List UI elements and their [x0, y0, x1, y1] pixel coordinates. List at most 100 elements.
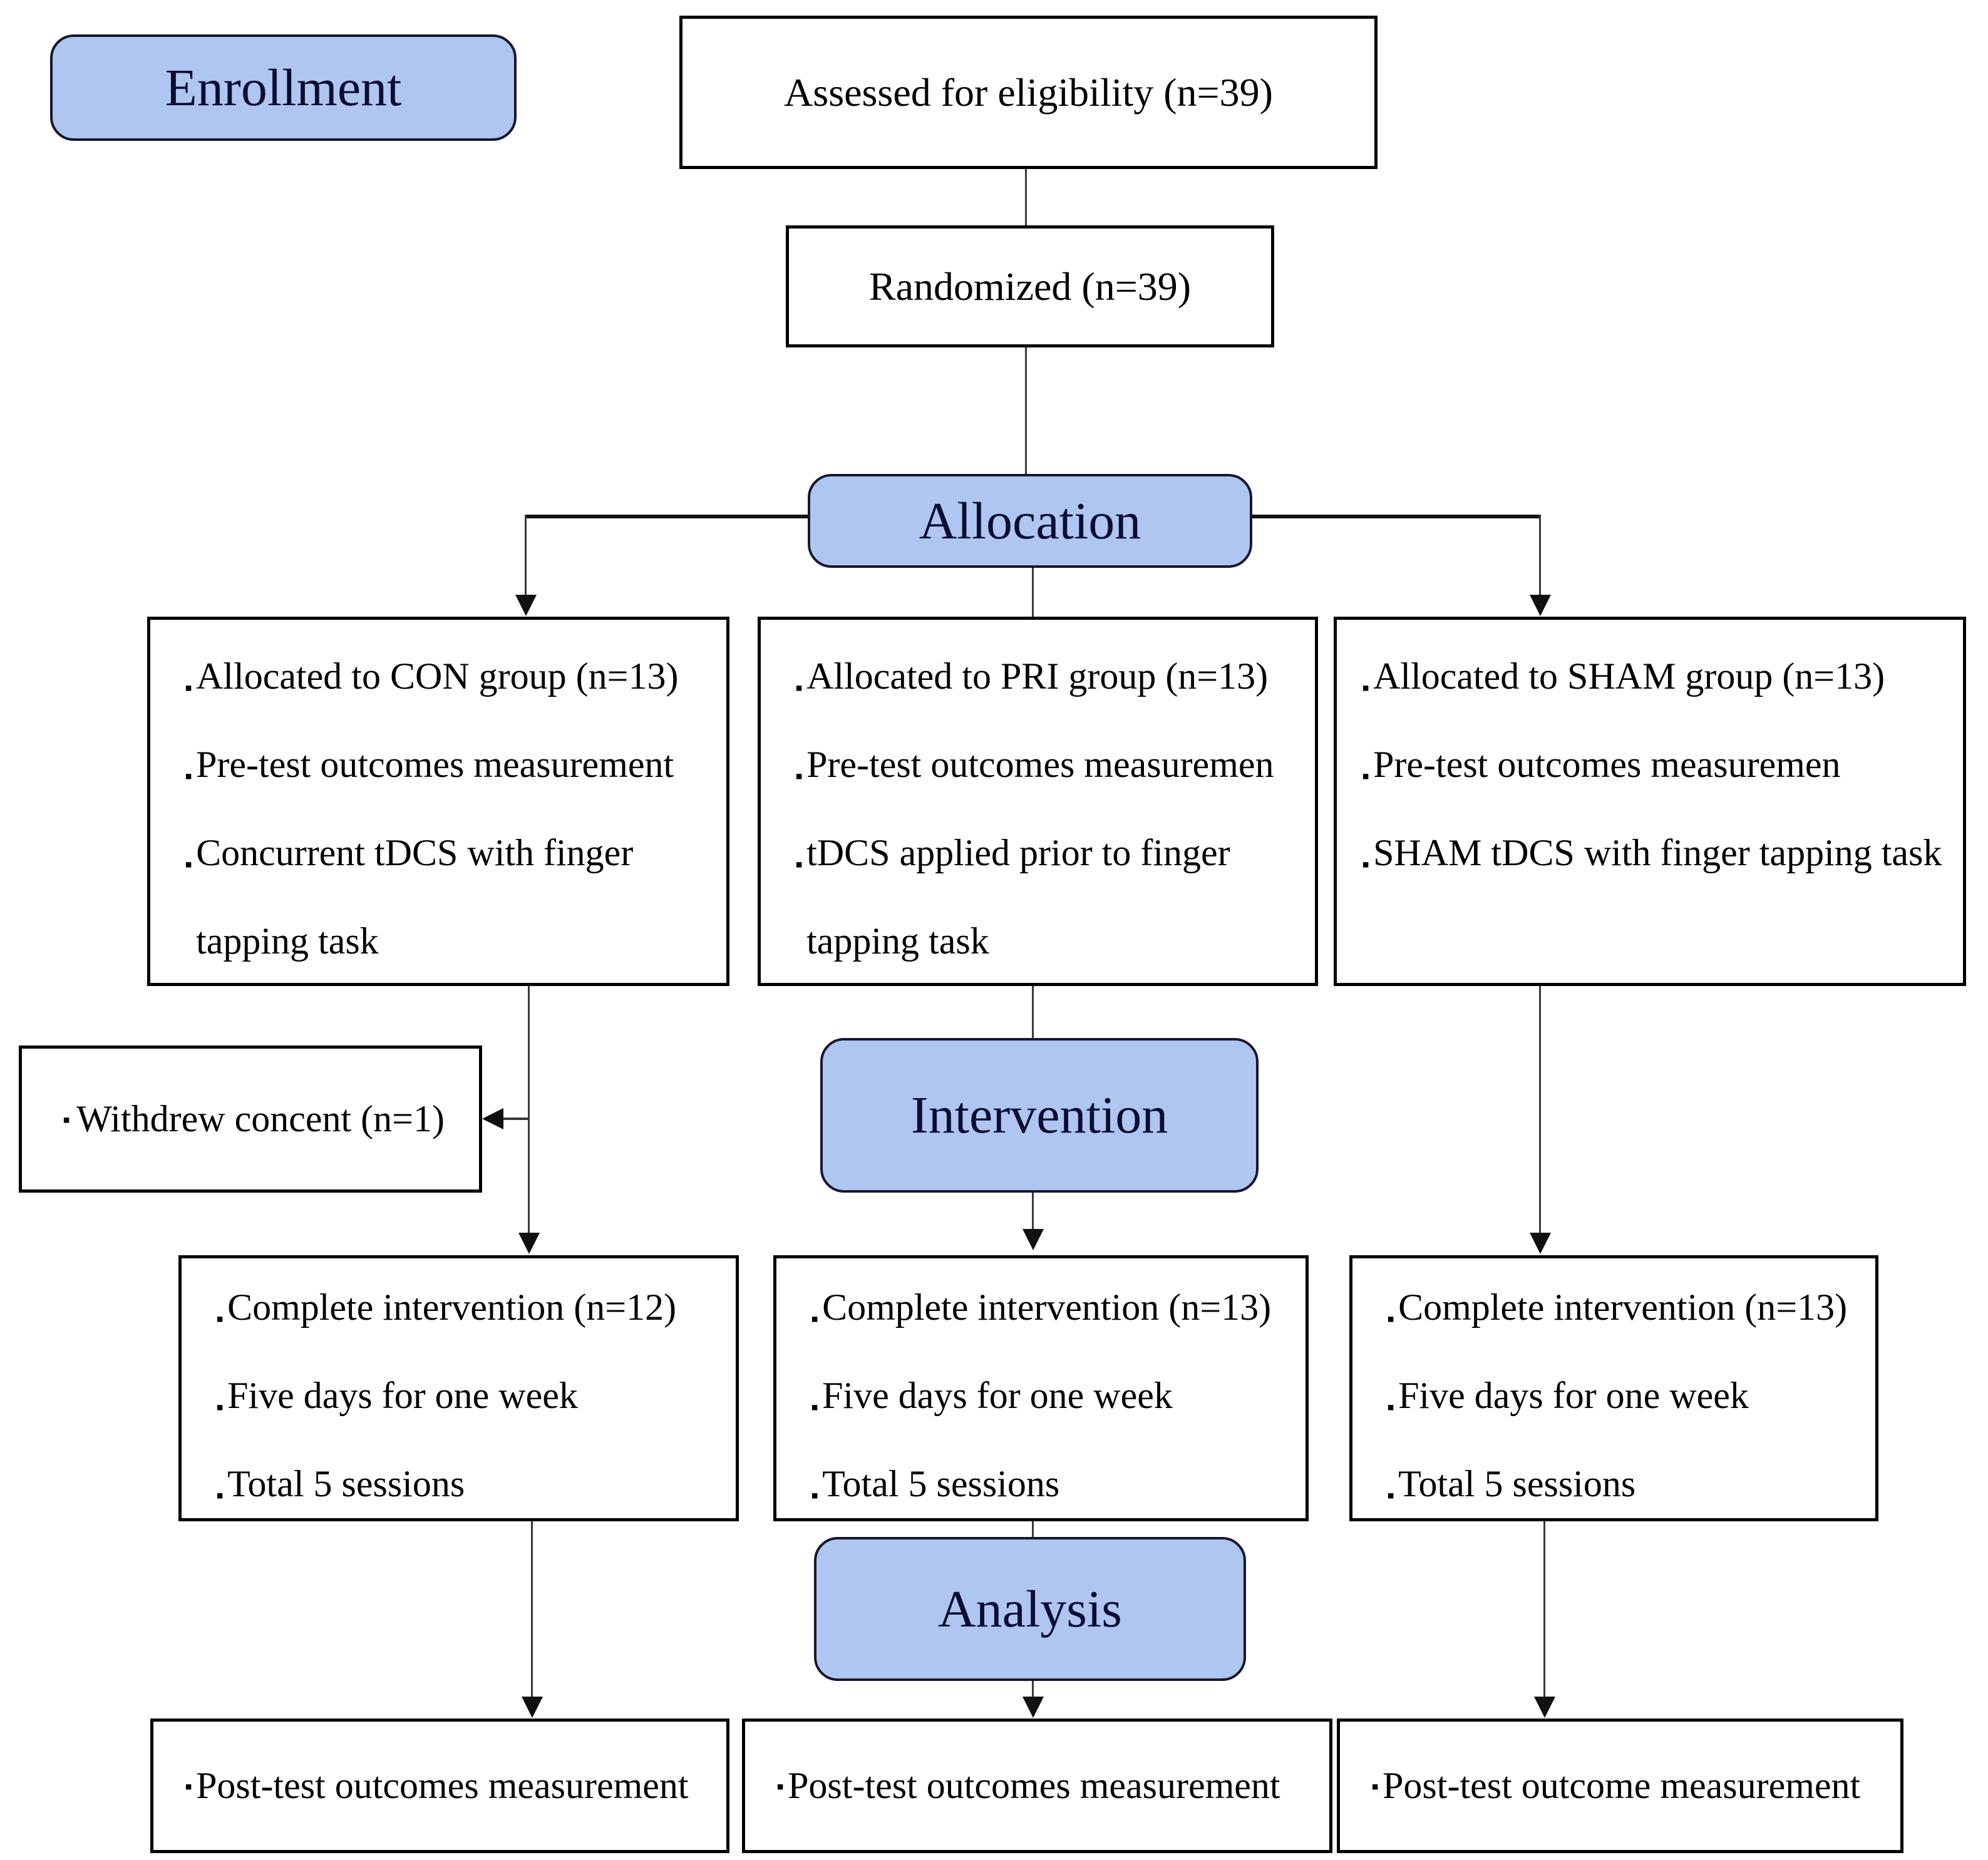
list-item: ▪ Allocated to CON group (n=13) — [185, 632, 717, 721]
box-sham-allocation: ▪ Allocated to SHAM group (n=13) ▪ Pre-t… — [1334, 617, 1966, 986]
arrowhead-into-con-group — [515, 595, 537, 616]
bullet-icon: ▪ — [216, 1308, 224, 1331]
connector-con-to-posttest — [531, 1521, 533, 1698]
bullet-icon: ▪ — [185, 853, 193, 876]
connector-assessed-randomized — [1025, 169, 1027, 225]
arrowhead-into-withdrew — [482, 1108, 503, 1129]
list-item: ▪ Concurrent tDCS with finger tapping ta… — [185, 809, 717, 985]
box-con-allocation: ▪ Allocated to CON group (n=13) ▪ Pre-te… — [147, 617, 729, 986]
box-withdrew: ▪ Withdrew concent (n=1) — [19, 1046, 482, 1193]
pri-tdcs-text: tDCS applied prior to finger tapping tas… — [806, 832, 1230, 962]
stage-enrollment-label: Enrollment — [165, 58, 402, 117]
branch-left-horizontal — [525, 515, 808, 518]
arrowhead-into-sham-intervention — [1530, 1233, 1551, 1254]
bullet-icon: ▪ — [63, 1108, 71, 1132]
box-randomized: Randomized (n=39) — [786, 225, 1274, 347]
arrowhead-into-con-posttest — [522, 1697, 543, 1718]
stage-allocation-label: Allocation — [919, 491, 1141, 550]
list-item: ▪ Complete intervention (n=12) — [216, 1263, 726, 1352]
stage-intervention: Intervention — [820, 1038, 1259, 1193]
list-item: ▪ Total 5 sessions — [216, 1440, 726, 1528]
stage-intervention-label: Intervention — [910, 1086, 1168, 1144]
pri-complete-text: Complete intervention (n=13) — [822, 1287, 1272, 1328]
arrowhead-into-pri-posttest — [1022, 1697, 1044, 1718]
sham-tdcs-text: SHAM tDCS with finger tapping task — [1373, 832, 1942, 873]
assessed-label: Assessed for eligibility (n=39) — [784, 69, 1273, 115]
connector-pri-to-intervention-pill — [1032, 986, 1034, 1038]
bullet-icon: ▪ — [216, 1484, 224, 1508]
bullet-icon: ▪ — [1387, 1308, 1395, 1331]
connector-con-to-intervention — [528, 986, 530, 1236]
list-item: ▪ SHAM tDCS with finger tapping task — [1362, 809, 1958, 897]
randomized-label: Randomized (n=39) — [868, 264, 1192, 309]
box-assessed: Assessed for eligibility (n=39) — [679, 16, 1378, 169]
connector-intervention-pill-down — [1032, 1193, 1034, 1230]
list-item: ▪ Pre-test outcomes measuremen — [1362, 721, 1958, 809]
bullet-icon: ▪ — [1371, 1775, 1379, 1799]
bullet-icon: ▪ — [185, 765, 193, 788]
bullet-icon: ▪ — [185, 677, 193, 700]
withdrew-text: Withdrew concent (n=1) — [76, 1098, 445, 1139]
sham-sessions-text: Total 5 sessions — [1398, 1463, 1636, 1504]
bullet-icon: ▪ — [185, 1775, 193, 1799]
stage-analysis: Analysis — [814, 1537, 1246, 1681]
pri-fivedays-text: Five days for one week — [822, 1375, 1173, 1416]
list-item: ▪ Complete intervention (n=13) — [811, 1263, 1296, 1352]
sham-allocated-text: Allocated to SHAM group (n=13) — [1373, 655, 1885, 697]
box-pri-posttest: ▪ Post-test outcomes measurement — [742, 1719, 1332, 1853]
branch-left-vertical — [525, 515, 527, 596]
list-item: ▪ Pre-test outcomes measurement — [185, 721, 717, 809]
list-item: ▪ Five days for one week — [1387, 1352, 1866, 1440]
pri-sessions-text: Total 5 sessions — [822, 1463, 1060, 1504]
bullet-icon: ▪ — [776, 1775, 785, 1799]
list-item: ▪ Five days for one week — [811, 1352, 1296, 1440]
sham-posttest-text: Post-test outcome measurement — [1383, 1765, 1861, 1806]
bullet-icon: ▪ — [1387, 1484, 1395, 1508]
con-posttest-text: Post-test outcomes measurement — [196, 1765, 689, 1806]
bullet-icon: ▪ — [1362, 765, 1370, 788]
bullet-icon: ▪ — [1362, 853, 1370, 876]
box-sham-intervention: ▪ Complete intervention (n=13) ▪ Five da… — [1349, 1255, 1878, 1521]
stage-enrollment: Enrollment — [50, 34, 517, 141]
connector-withdrew — [501, 1118, 530, 1120]
con-sessions-text: Total 5 sessions — [227, 1463, 465, 1504]
list-item: ▪ Complete intervention (n=13) — [1387, 1263, 1866, 1352]
list-item: ▪ tDCS applied prior to finger tapping t… — [795, 809, 1306, 985]
sham-complete-text: Complete intervention (n=13) — [1398, 1287, 1848, 1328]
stage-allocation: Allocation — [808, 474, 1252, 568]
connector-pri-to-analysis-pill — [1032, 1521, 1034, 1537]
con-tdcs-text: Concurrent tDCS with finger tapping task — [196, 832, 634, 962]
con-complete-text: Complete intervention (n=12) — [227, 1287, 677, 1328]
list-item: ▪ Total 5 sessions — [1387, 1440, 1866, 1528]
branch-right-horizontal — [1252, 515, 1541, 518]
pri-pretest-text: Pre-test outcomes measuremen — [806, 744, 1274, 785]
bullet-icon: ▪ — [811, 1396, 819, 1419]
bullet-icon: ▪ — [795, 765, 803, 788]
bullet-icon: ▪ — [1387, 1396, 1395, 1419]
pri-allocated-text: Allocated to PRI group (n=13) — [806, 655, 1269, 697]
arrowhead-into-sham-posttest — [1534, 1697, 1555, 1718]
branch-right-vertical — [1539, 515, 1541, 596]
connector-sham-to-intervention — [1539, 986, 1541, 1236]
bullet-icon: ▪ — [811, 1308, 819, 1331]
list-item: ▪ Pre-test outcomes measuremen — [795, 721, 1306, 809]
box-sham-posttest: ▪ Post-test outcome measurement — [1337, 1719, 1903, 1853]
connector-randomized-allocation — [1025, 347, 1027, 474]
arrowhead-into-pri-intervention — [1022, 1229, 1044, 1250]
sham-fivedays-text: Five days for one week — [1398, 1375, 1749, 1416]
bullet-icon: ▪ — [795, 677, 803, 700]
bullet-icon: ▪ — [1362, 677, 1370, 700]
list-item: ▪ Five days for one week — [216, 1352, 726, 1440]
connector-analysis-pill-down — [1032, 1681, 1034, 1698]
list-item: ▪ Total 5 sessions — [811, 1440, 1296, 1528]
con-pretest-text: Pre-test outcomes measurement — [196, 744, 674, 785]
stage-analysis-label: Analysis — [938, 1580, 1122, 1638]
bullet-icon: ▪ — [216, 1396, 224, 1419]
arrowhead-into-sham-group — [1530, 595, 1551, 616]
sham-pretest-text: Pre-test outcomes measuremen — [1373, 744, 1841, 785]
con-fivedays-text: Five days for one week — [227, 1375, 578, 1416]
pri-posttest-text: Post-test outcomes measurement — [788, 1765, 1280, 1806]
bullet-icon: ▪ — [795, 853, 803, 876]
con-allocated-text: Allocated to CON group (n=13) — [196, 655, 679, 697]
